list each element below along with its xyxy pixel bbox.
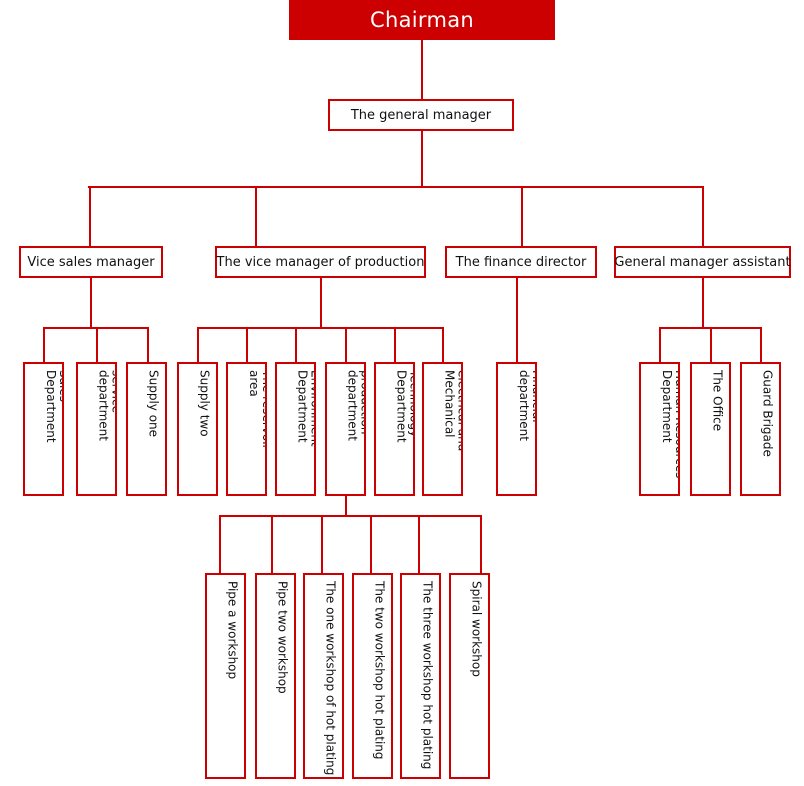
connector-drop-pipe-a-workshop <box>219 515 221 573</box>
node-guard-brigade-label: Guard Brigade <box>760 370 775 457</box>
connector-drop-finance-director <box>521 186 523 246</box>
connector-drop-guard-brigade <box>760 327 762 362</box>
connector-drop-supply-two <box>197 327 199 362</box>
node-financial-department-label: Financial department <box>516 370 537 441</box>
node-the-two-workshop-hot-plating-label: The two workshop hot plating <box>372 581 387 760</box>
node-pipe-a-workshop[interactable]: Pipe a workshop <box>205 573 246 779</box>
node-pipe-two-workshop[interactable]: Pipe two workshop <box>255 573 296 779</box>
node-general-manager[interactable]: The general manager <box>328 99 514 131</box>
node-general-manager-label: The general manager <box>350 107 492 123</box>
connector-production-department-drop <box>345 496 347 515</box>
connector-production-bus <box>197 327 443 329</box>
connector-level2-bus <box>88 186 704 188</box>
connector-drop-the-office <box>710 327 712 362</box>
node-department-of-electrical-and-mechanical[interactable]: Department of electrical and Mechanical <box>422 362 463 496</box>
node-the-two-workshop-hot-plating[interactable]: The two workshop hot plating <box>352 573 393 779</box>
connector-drop-two-workshop-hot-plating <box>370 515 372 573</box>
node-supply-two[interactable]: Supply two <box>177 362 218 496</box>
node-spiral-workshop-label: Spiral workshop <box>469 581 484 677</box>
node-human-resources-department-label: Human Resources Department <box>659 370 680 479</box>
node-human-resources-department[interactable]: Human Resources Department <box>639 362 680 496</box>
node-financial-department[interactable]: Financial department <box>496 362 537 496</box>
node-chairman[interactable]: Chairman <box>289 0 555 40</box>
connector-drop-the-reservoir-area <box>246 327 248 362</box>
node-supply-two-label: Supply two <box>197 370 212 437</box>
node-general-manager-assistant[interactable]: General manager assistant <box>614 246 791 278</box>
connector-drop-one-workshop-hot-plating <box>321 515 323 573</box>
connector-drop-pipe-two-workshop <box>271 515 273 573</box>
node-the-one-workshop-of-hot-plating-label: The one workshop of hot plating <box>323 581 338 776</box>
connector-drop-production-department <box>345 327 347 362</box>
node-market-service-department[interactable]: Market service department <box>76 362 117 496</box>
connector-drop-supply-one <box>147 327 149 362</box>
node-the-reservoir-area-label: The reservoir area <box>246 370 267 450</box>
node-the-three-workshop-hot-plating[interactable]: The three workshop hot plating <box>400 573 441 779</box>
node-market-service-department-label: Market service department <box>96 370 117 441</box>
connector-drop-vice-sales-manager <box>89 186 91 246</box>
node-guard-brigade[interactable]: Guard Brigade <box>740 362 781 496</box>
node-vice-manager-of-production[interactable]: The vice manager of production <box>215 246 426 278</box>
connector-drop-human-resources <box>659 327 661 362</box>
node-quality-and-technology-department-label: Quality and Technology Department <box>394 370 415 443</box>
connector-drop-electrical-mechanical <box>442 327 444 362</box>
connector-drop-three-workshop-hot-plating <box>418 515 420 573</box>
connector-drop-quality-technology <box>394 327 396 362</box>
node-security-and-environment-department-label: The security and Environment Department <box>295 370 316 447</box>
connector-drop-general-manager-assistant <box>702 186 704 246</box>
node-vice-sales-manager[interactable]: Vice sales manager <box>19 246 163 278</box>
node-the-production-department-label: The production department <box>345 370 366 441</box>
node-sales-department-label: Sales Department <box>43 370 64 443</box>
node-chairman-label: Chairman <box>370 8 474 32</box>
node-the-three-workshop-hot-plating-label: The three workshop hot plating <box>420 581 435 770</box>
node-spiral-workshop[interactable]: Spiral workshop <box>449 573 490 779</box>
node-the-office[interactable]: The Office <box>690 362 731 496</box>
node-vice-manager-of-production-label: The vice manager of production <box>216 254 425 270</box>
node-supply-one[interactable]: Supply one <box>126 362 167 496</box>
connector-drop-financial-department <box>516 278 518 362</box>
node-the-reservoir-area[interactable]: The reservoir area <box>226 362 267 496</box>
node-finance-director[interactable]: The finance director <box>445 246 597 278</box>
node-quality-and-technology-department[interactable]: Quality and Technology Department <box>374 362 415 496</box>
node-vice-sales-manager-label: Vice sales manager <box>27 254 155 270</box>
node-supply-one-label: Supply one <box>146 370 161 438</box>
connector-assistant-drop <box>702 278 704 328</box>
node-the-one-workshop-of-hot-plating[interactable]: The one workshop of hot plating <box>303 573 344 779</box>
node-finance-director-label: The finance director <box>455 254 587 270</box>
connector-sales-drop <box>90 278 92 328</box>
connector-production-drop <box>320 278 322 328</box>
connector-chairman-to-general-manager <box>421 40 423 99</box>
connector-drop-sales-department <box>43 327 45 362</box>
node-security-and-environment-department[interactable]: The security and Environment Department <box>275 362 316 496</box>
connector-drop-spiral-workshop <box>480 515 482 573</box>
connector-drop-vice-manager-production <box>255 186 257 246</box>
connector-workshop-bus <box>219 515 481 517</box>
node-the-office-label: The Office <box>710 370 725 432</box>
connector-drop-security-environment <box>295 327 297 362</box>
node-sales-department[interactable]: Sales Department <box>23 362 64 496</box>
node-pipe-a-workshop-label: Pipe a workshop <box>225 581 240 680</box>
node-general-manager-assistant-label: General manager assistant <box>614 254 791 270</box>
connector-general-manager-drop <box>421 131 423 186</box>
node-the-production-department[interactable]: The production department <box>325 362 366 496</box>
node-department-of-electrical-and-mechanical-label: Department of electrical and Mechanical <box>442 370 463 452</box>
node-pipe-two-workshop-label: Pipe two workshop <box>275 581 290 694</box>
connector-drop-market-service-department <box>96 327 98 362</box>
